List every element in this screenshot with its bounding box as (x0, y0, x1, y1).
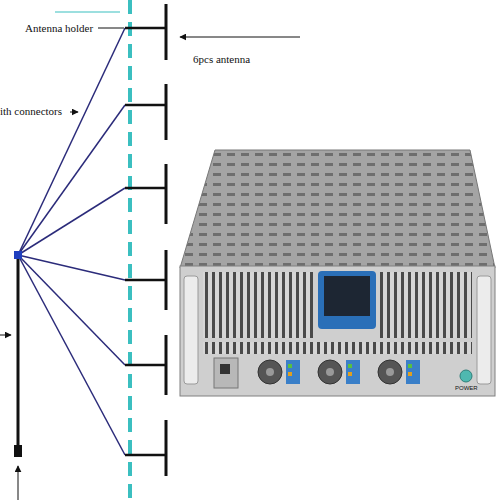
callout-label: 6pcs antenna (193, 53, 250, 66)
antenna-elements (125, 4, 166, 476)
leader-arrow (18, 466, 19, 500)
leader-arrow (70, 112, 78, 113)
panel-label: POWER (455, 385, 478, 392)
antenna-mast (128, 0, 132, 500)
connector (14, 445, 22, 457)
transmitter (180, 150, 495, 396)
leader-line (98, 28, 124, 29)
cyan-line (55, 11, 120, 12)
power-splitter (14, 251, 22, 259)
main-feeder (17, 259, 20, 445)
callout-label: Antenna holder (25, 22, 93, 35)
callout-label: ith connectors (0, 105, 62, 118)
leader-arrow (180, 37, 300, 38)
feeder-cables (18, 28, 125, 455)
leader-arrow (0, 335, 11, 336)
